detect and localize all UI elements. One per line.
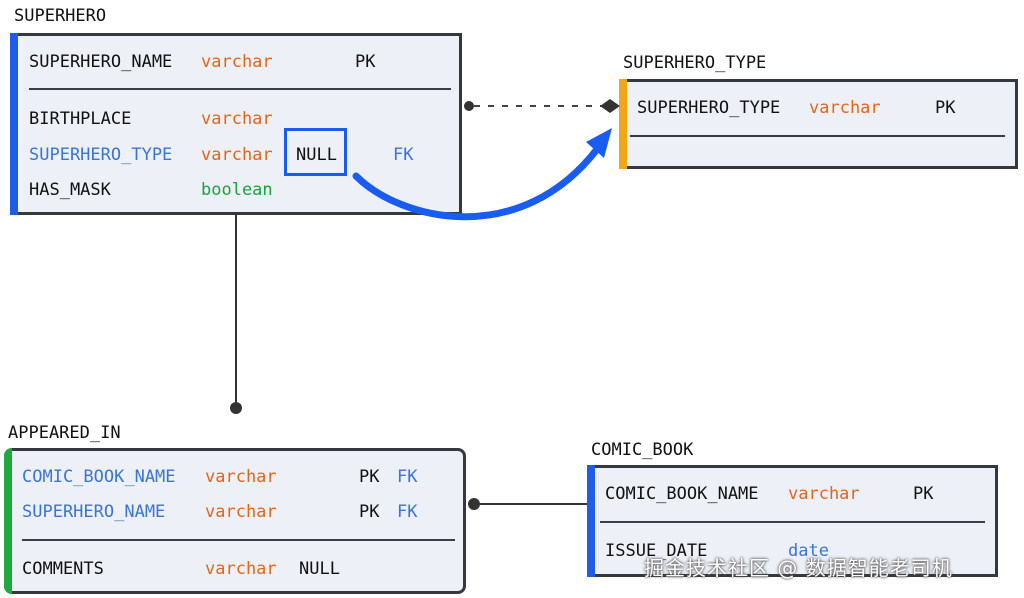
appeared-in-table-title: APPEARED_IN (8, 423, 121, 443)
column-type: varchar (205, 467, 277, 487)
comic-book-table: COMIC_BOOK_NAME varchar PK ISSUE_DATE da… (587, 465, 998, 577)
column-name: COMIC_BOOK_NAME (605, 484, 759, 504)
column-key: PK (359, 502, 380, 522)
superhero-type-relation-start-dot (464, 101, 474, 111)
column-type: varchar (201, 109, 273, 129)
column-null: NULL (299, 559, 340, 579)
superhero-type-table: SUPERHERO_TYPE varchar PK (619, 79, 1018, 169)
column-type: varchar (201, 145, 273, 165)
highlight-arrow-curve (352, 144, 602, 221)
column-type: varchar (205, 502, 277, 522)
column-type: varchar (788, 484, 860, 504)
column-type: varchar (201, 52, 273, 72)
appeared-in-pk-divider (22, 539, 455, 541)
column-name: SUPERHERO_NAME (29, 52, 173, 72)
column-null: NULL (296, 145, 337, 165)
column-name: ISSUE_DATE (605, 541, 708, 561)
column-key: PK (913, 484, 934, 504)
appeared-in-table: COMIC_BOOK_NAME varchar PK FK SUPERHERO_… (4, 448, 466, 594)
null-highlight-box (284, 128, 347, 176)
column-key: PK (355, 52, 376, 72)
column-type: varchar (205, 559, 277, 579)
appeared-in-accent-bar (4, 448, 12, 594)
column-type: boolean (201, 180, 273, 200)
appeared-in-comic-book-relation-dot (468, 498, 480, 510)
superhero-type-pk-divider (630, 135, 1005, 137)
column-key: PK (359, 467, 380, 487)
column-type: varchar (809, 98, 881, 118)
superhero-appeared-in-relation-dot (230, 402, 242, 414)
watermark-text: 掘金技术社区 @ 数据智能老司机 (644, 556, 953, 580)
column-key: FK (393, 145, 414, 165)
comic-book-accent-bar (587, 465, 595, 577)
column-key: PK (935, 98, 956, 118)
superhero-type-table-title: SUPERHERO_TYPE (623, 53, 767, 73)
superhero-table: SUPERHERO_NAME varchar PK BIRTHPLACE var… (10, 33, 462, 215)
comic-book-table-title: COMIC_BOOK (591, 440, 694, 460)
superhero-accent-bar (10, 33, 18, 215)
column-name: COMMENTS (22, 559, 104, 579)
column-fk: FK (397, 502, 418, 522)
superhero-table-title: SUPERHERO (14, 6, 107, 26)
column-name: COMIC_BOOK_NAME (22, 467, 176, 487)
superhero-pk-divider (29, 88, 451, 90)
column-name: HAS_MASK (29, 180, 111, 200)
column-type: date (788, 541, 829, 561)
highlight-arrow-head (586, 128, 612, 158)
column-name: SUPERHERO_NAME (22, 502, 166, 522)
comic-book-pk-divider (600, 521, 985, 523)
superhero-type-accent-bar (619, 79, 627, 169)
column-fk: FK (397, 467, 418, 487)
column-name: SUPERHERO_TYPE (29, 145, 173, 165)
column-name: BIRTHPLACE (29, 109, 132, 129)
column-name: SUPERHERO_TYPE (637, 98, 781, 118)
superhero-type-relation-diamond (600, 99, 620, 113)
